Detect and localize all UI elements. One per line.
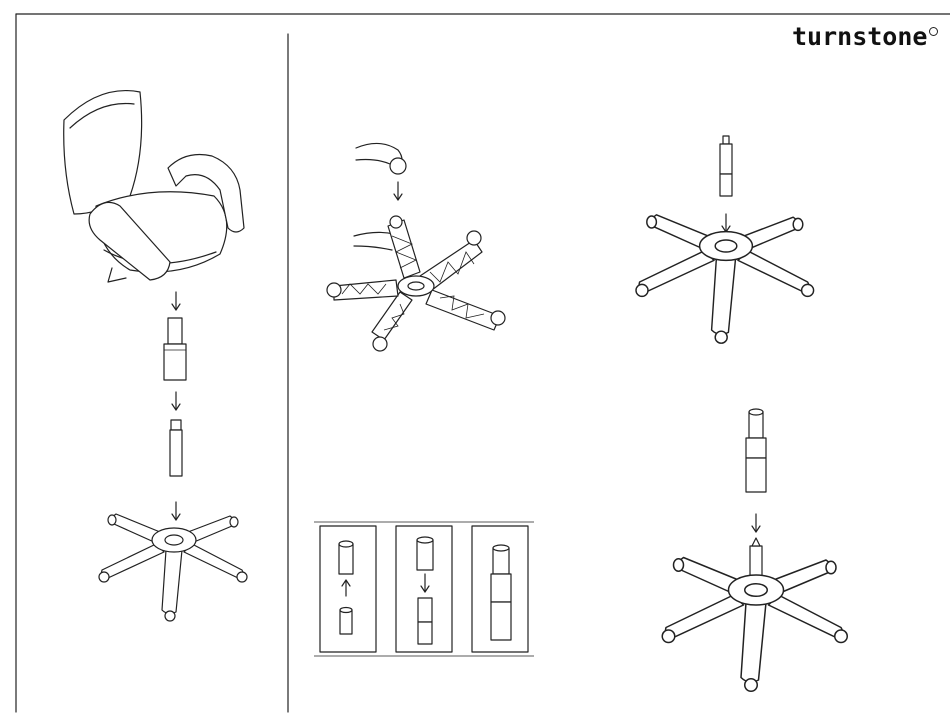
chair-exploded-illustration (64, 91, 247, 621)
cover-assembly-illustration (314, 522, 534, 656)
cylinder-into-base-illustration (636, 136, 814, 343)
caster-insertion-illustration (327, 143, 505, 351)
page-frame (16, 14, 950, 712)
cover-onto-base-illustration (662, 409, 847, 691)
